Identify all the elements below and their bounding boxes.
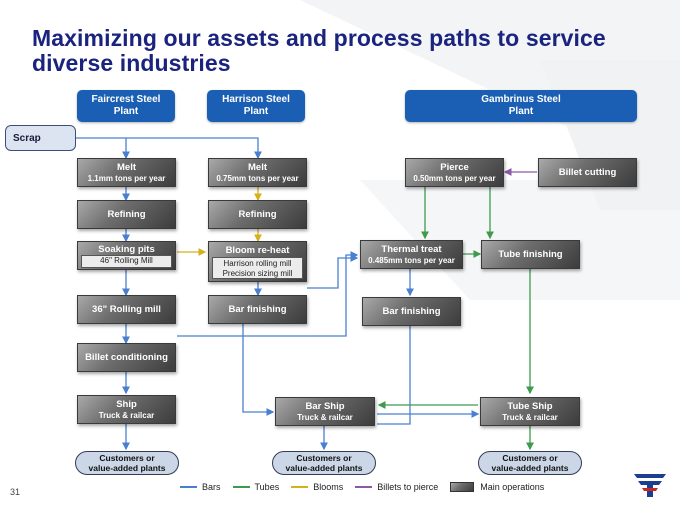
customers-bar-ship-line2: value-added plants: [285, 463, 363, 473]
op-tube-finishing-title: Tube finishing: [498, 248, 563, 260]
plant-gambrinus-line1: Gambrinus Steel: [481, 94, 561, 105]
plant-harrison: Harrison Steel Plant: [207, 90, 305, 122]
op-bloom-reheat-sub1: Harrison rolling mill: [223, 259, 292, 268]
op-refining-harrison-title: Refining: [238, 208, 277, 220]
plant-gambrinus-line2: Plant: [508, 106, 534, 117]
op-melt-faircrest: Melt 1.1mm tons per year: [77, 158, 176, 187]
op-billet-cutting: Billet cutting: [538, 158, 637, 187]
op-rolling-mill-36: 36" Rolling mill: [77, 295, 176, 324]
customers-tube-ship: Customers or value-added plants: [478, 451, 582, 475]
legend-blooms-label: Blooms: [313, 482, 344, 492]
legend-bars: Bars: [180, 482, 221, 492]
op-ship: Ship Truck & railcar: [77, 395, 176, 424]
op-bar-ship-title: Bar Ship: [305, 400, 345, 412]
customers-bar-ship: Customers or value-added plants: [272, 451, 376, 475]
plant-faircrest: Faircrest Steel Plant: [77, 90, 175, 122]
op-soaking-pits-sub: 46" Rolling Mill: [81, 255, 172, 268]
wire-thermal-in-bloom: [307, 254, 359, 289]
customers-faircrest-line1: Customers or: [99, 453, 155, 463]
op-ship-sub: Truck & railcar: [98, 410, 155, 420]
op-melt-faircrest-capacity: 1.1mm tons per year: [87, 173, 166, 183]
op-refining-harrison: Refining: [208, 200, 307, 229]
wire-barfinish2-barship: [377, 324, 411, 425]
customers-tube-ship-line1: Customers or: [502, 453, 558, 463]
op-pierce-capacity: 0.50mm tons per year: [413, 173, 496, 183]
legend-billets: Billets to pierce: [355, 482, 438, 492]
op-melt-harrison-capacity: 0.75mm tons per year: [216, 173, 299, 183]
legend-billets-line: [355, 486, 373, 488]
op-bar-finishing-gambrinus: Bar finishing: [362, 297, 461, 326]
page-number: 31: [10, 487, 21, 497]
legend-bars-line: [180, 486, 197, 488]
op-thermal-treat: Thermal treat 0.485mm tons per year: [360, 240, 463, 269]
op-billet-conditioning-title: Billet conditioning: [85, 351, 168, 363]
legend-tubes-label: Tubes: [254, 482, 280, 492]
plant-harrison-line2: Plant: [243, 106, 269, 117]
op-pierce: Pierce 0.50mm tons per year: [405, 158, 504, 187]
company-logo-icon: [634, 474, 666, 497]
wire-scrap-melt1: [76, 137, 130, 160]
op-refining-faircrest: Refining: [77, 200, 176, 229]
legend-main-ops-label: Main operations: [480, 482, 545, 492]
plant-gambrinus: Gambrinus Steel Plant: [405, 90, 637, 122]
plant-faircrest-line1: Faircrest Steel: [91, 94, 161, 105]
legend-billets-label: Billets to pierce: [377, 482, 439, 492]
op-refining-faircrest-title: Refining: [107, 208, 146, 220]
op-melt-harrison-title: Melt: [248, 161, 267, 173]
op-billet-cutting-title: Billet cutting: [558, 166, 617, 178]
wire-scrap-melt2: [126, 137, 262, 160]
op-bloom-reheat-sub: Harrison rolling mill Precision sizing m…: [212, 257, 303, 279]
legend-blooms: Blooms: [291, 482, 343, 492]
op-tube-ship-sub: Truck & railcar: [502, 412, 558, 422]
op-pierce-title: Pierce: [440, 161, 469, 173]
legend-main-ops: Main operations: [450, 482, 544, 492]
op-bar-finishing-gambrinus-title: Bar finishing: [382, 305, 441, 317]
legend: Bars Tubes Blooms Billets to pierce Main…: [180, 482, 556, 492]
customers-bar-ship-line1: Customers or: [296, 453, 352, 463]
slide-title: Maximizing our assets and process paths …: [32, 25, 606, 76]
op-tube-ship: Tube Ship Truck & railcar: [480, 397, 580, 426]
op-melt-harrison: Melt 0.75mm tons per year: [208, 158, 307, 187]
legend-bars-label: Bars: [202, 482, 221, 492]
customers-faircrest-line2: value-added plants: [88, 463, 166, 473]
legend-main-ops-swatch: [450, 482, 475, 492]
plant-faircrest-line2: Plant: [113, 106, 139, 117]
op-bloom-reheat-sub2: Precision sizing mill: [222, 269, 293, 278]
op-thermal-treat-title: Thermal treat: [381, 243, 442, 255]
op-tube-ship-title: Tube Ship: [507, 400, 553, 412]
op-tube-finishing: Tube finishing: [481, 240, 580, 269]
wire-thermal-in-rolling: [177, 251, 359, 337]
op-bloom-reheat-title: Bloom re-heat: [225, 245, 290, 256]
legend-tubes-line: [232, 486, 250, 488]
op-melt-faircrest-title: Melt: [117, 161, 136, 173]
op-bar-ship-sub: Truck & railcar: [297, 412, 353, 422]
op-rolling-mill-36-title: 36" Rolling mill: [92, 303, 161, 315]
customers-tube-ship-line2: value-added plants: [491, 463, 569, 473]
op-soaking-pits-title: Soaking pits: [98, 244, 155, 255]
wire-barfinish1-barship: [242, 324, 275, 416]
plant-harrison-line1: Harrison Steel: [222, 94, 290, 105]
customers-faircrest: Customers or value-added plants: [75, 451, 179, 475]
op-bar-finishing-harrison: Bar finishing: [208, 295, 307, 324]
op-bar-finishing-harrison-title: Bar finishing: [228, 303, 287, 315]
scrap-box: Scrap: [5, 125, 76, 151]
op-ship-title: Ship: [116, 398, 137, 410]
legend-blooms-line: [291, 486, 309, 488]
op-bar-ship: Bar Ship Truck & railcar: [275, 397, 375, 426]
legend-tubes: Tubes: [232, 482, 280, 492]
op-thermal-treat-capacity: 0.485mm tons per year: [368, 255, 455, 265]
op-billet-conditioning: Billet conditioning: [77, 343, 176, 372]
